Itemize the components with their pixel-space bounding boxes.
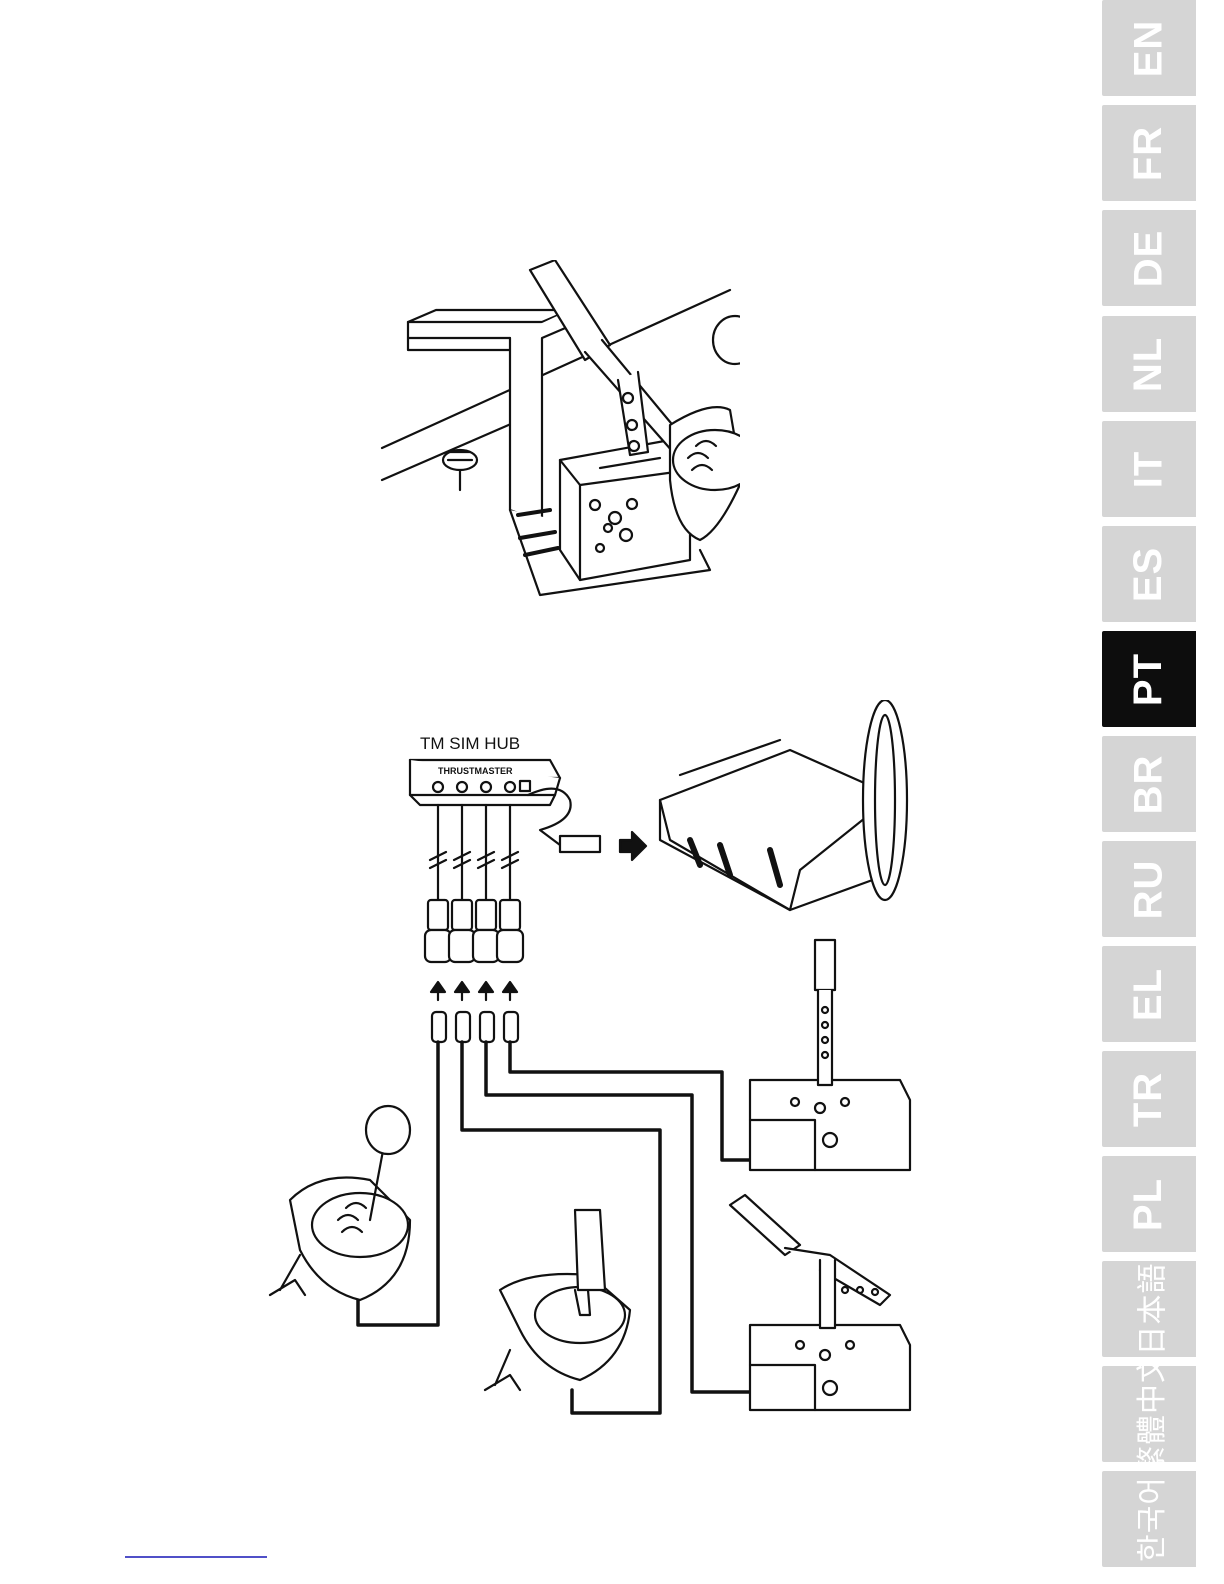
- lang-tab-ko[interactable]: 한국어: [1102, 1471, 1196, 1567]
- lang-tab-nl[interactable]: NL: [1102, 316, 1196, 412]
- lang-tab-ja[interactable]: 日本語: [1102, 1261, 1196, 1357]
- lang-tab-pt[interactable]: PT: [1102, 631, 1196, 727]
- lang-tab-fr[interactable]: FR: [1102, 105, 1196, 201]
- language-tabs: EN FR DE NL IT ES PT BR RU EL TR PL 日本語 …: [1102, 0, 1198, 1584]
- clamp-mount-illustration: [370, 260, 740, 610]
- hub-brand-text: THRUSTMASTER: [438, 766, 513, 776]
- lang-tab-br[interactable]: BR: [1102, 736, 1196, 832]
- lang-tab-it[interactable]: IT: [1102, 421, 1196, 517]
- lang-tab-en[interactable]: EN: [1102, 0, 1196, 96]
- lang-tab-zh-tw[interactable]: 繁體中文: [1102, 1366, 1196, 1462]
- lang-tab-pl[interactable]: PL: [1102, 1156, 1196, 1252]
- lang-tab-el[interactable]: EL: [1102, 946, 1196, 1042]
- lang-tab-tr[interactable]: TR: [1102, 1051, 1196, 1147]
- sim-hub-wiring-diagram: THRUSTMASTER: [260, 700, 950, 1430]
- lang-tab-ru[interactable]: RU: [1102, 841, 1196, 937]
- lang-tab-es[interactable]: ES: [1102, 526, 1196, 622]
- footer-link-underline[interactable]: [125, 1556, 267, 1558]
- lang-tab-de[interactable]: DE: [1102, 210, 1196, 306]
